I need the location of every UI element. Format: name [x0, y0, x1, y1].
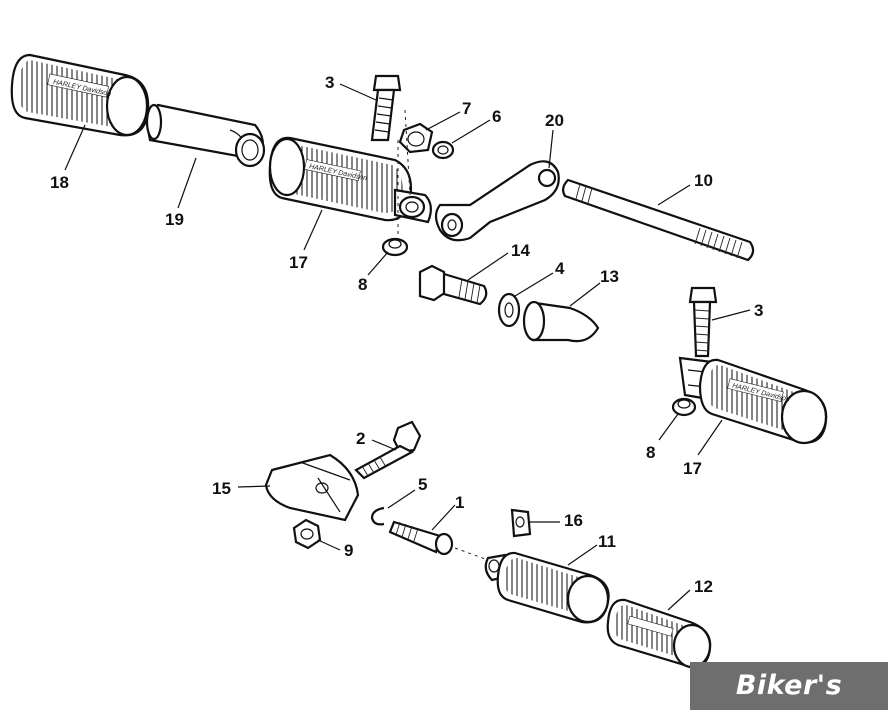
callout-2: 2: [356, 429, 365, 448]
leader-17b: [697, 419, 723, 456]
callout-14: 14: [511, 241, 530, 260]
callout-13: 13: [600, 267, 619, 286]
nut-part-8-lower: [671, 397, 697, 417]
leader-3a: [339, 83, 377, 101]
callout-18: 18: [50, 173, 69, 192]
callout-10: 10: [694, 171, 713, 190]
leader-19: [177, 157, 197, 209]
pin-part-1: [388, 520, 454, 556]
callout-3-upper: 3: [325, 73, 334, 92]
bolt-part-2: [354, 420, 422, 480]
footpeg-part-11: [484, 551, 610, 624]
callout-8-upper: 8: [358, 275, 367, 294]
leader-lines: [64, 83, 751, 611]
leader-8a: [367, 251, 389, 276]
leader-15: [237, 485, 271, 488]
leader-20: [548, 129, 554, 169]
leader-12: [667, 589, 691, 611]
leader-8b: [658, 413, 679, 441]
callout-5: 5: [418, 475, 427, 494]
leader-7: [425, 111, 461, 131]
leader-5: [387, 489, 416, 509]
leader-17a: [303, 209, 323, 251]
store-watermark: Biker's Store: [690, 662, 888, 710]
clip-part-5: [370, 506, 385, 526]
washer-part-4: [497, 292, 521, 328]
callout-15: 15: [212, 479, 231, 498]
leader-11: [567, 544, 598, 566]
leader-14: [467, 252, 509, 281]
leader-6: [451, 119, 491, 144]
rod-part-10: [561, 178, 755, 262]
callout-6: 6: [492, 107, 501, 126]
bolt-part-3-lower: [688, 286, 718, 358]
nut-part-7: [398, 122, 434, 154]
grip-part-12: [606, 598, 712, 669]
callout-19: 19: [165, 210, 184, 229]
footpeg-part-17-lower: HARLEY Davidson: [678, 356, 828, 445]
callout-9: 9: [344, 541, 353, 560]
nut-part-8-upper: [381, 237, 409, 257]
callout-labels: 3 7 6 20 10 18 19 17 8 14 4 13 3 8 17 2 …: [50, 73, 763, 596]
footpeg-part-17-upper: HARLEY Davidson: [268, 136, 432, 224]
bolt-part-14: [418, 264, 488, 306]
nut-part-9: [292, 518, 322, 550]
sleeve-part-19: [145, 103, 266, 168]
assembly-line-c: [454, 547, 489, 561]
bracket-part-20: [434, 160, 560, 242]
leader-18: [64, 124, 86, 171]
callout-8-lower: 8: [646, 443, 655, 462]
leader-2: [371, 439, 397, 451]
lockwasher-part-6: [431, 140, 455, 160]
tabwasher-part-16: [510, 508, 532, 538]
assembly-line-b: [404, 109, 411, 196]
callout-20: 20: [545, 111, 564, 130]
callout-1: 1: [455, 493, 464, 512]
callout-16: 16: [564, 511, 583, 530]
grip-part-18: HARLEY Davidson: [10, 53, 150, 137]
callout-4: 4: [555, 259, 565, 278]
callout-12: 12: [694, 577, 713, 596]
callout-17-upper: 17: [289, 253, 308, 272]
callout-3-lower: 3: [754, 301, 763, 320]
leader-4: [514, 272, 554, 297]
leader-10: [657, 184, 691, 206]
store-watermark-text: Biker's Store: [735, 670, 843, 701]
leader-1: [431, 504, 456, 531]
tip-part-13: [522, 300, 600, 343]
leader-3b: [711, 309, 751, 321]
clevis-part-15: [264, 453, 360, 522]
leader-13: [569, 282, 601, 307]
bolt-part-3-upper: [370, 74, 402, 142]
callout-17-lower: 17: [683, 459, 702, 478]
leader-9: [317, 539, 341, 551]
callout-7: 7: [462, 99, 471, 118]
callout-11: 11: [598, 532, 616, 551]
